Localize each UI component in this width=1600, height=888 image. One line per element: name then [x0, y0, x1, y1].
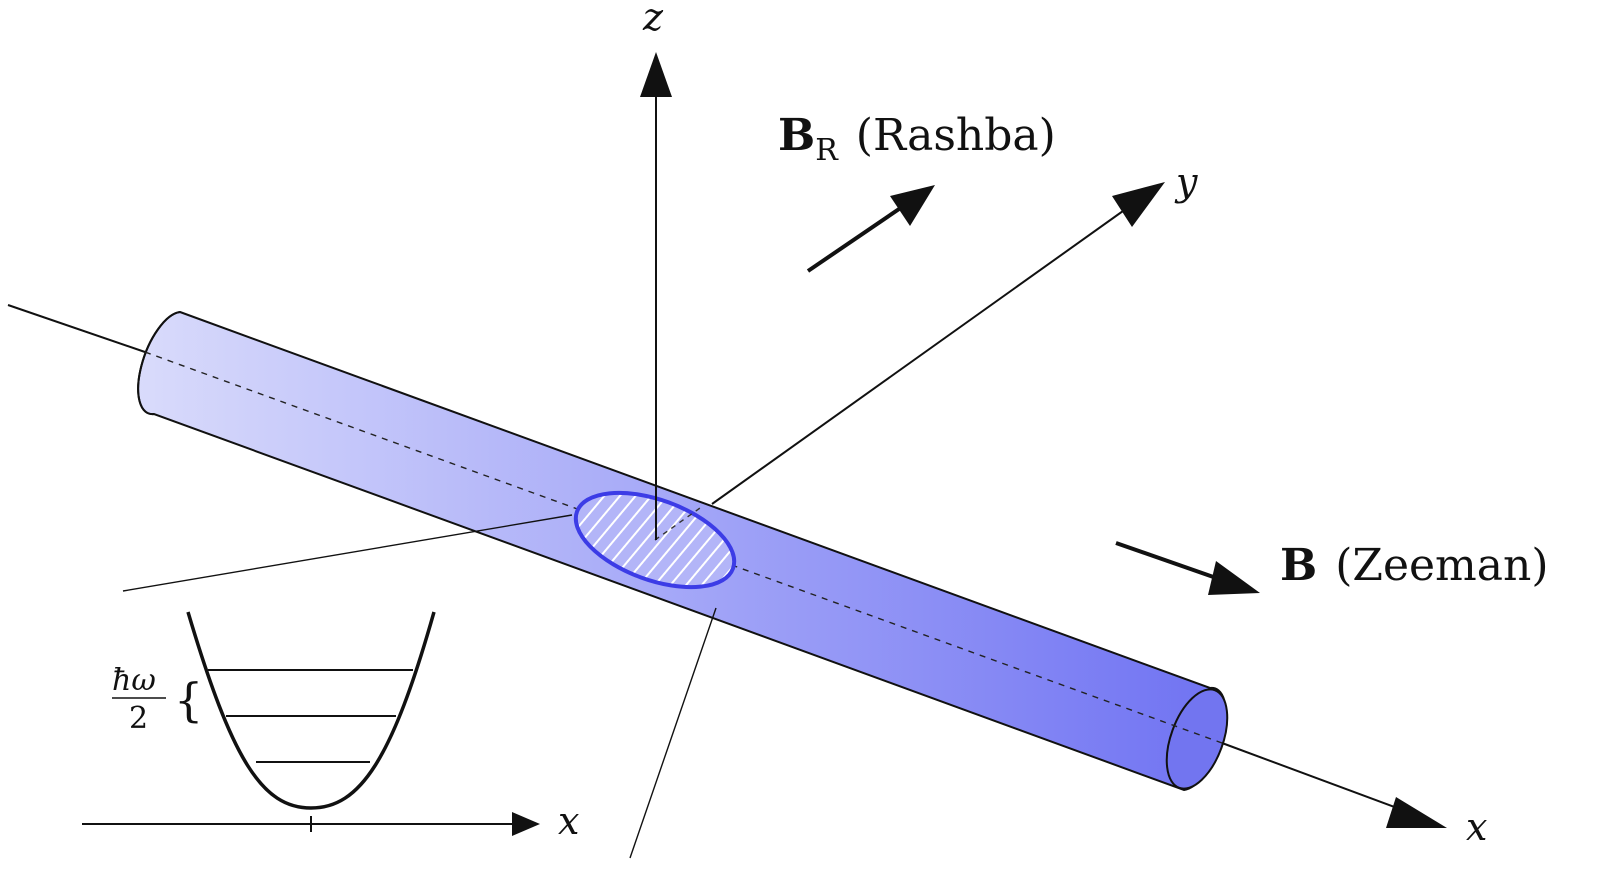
z-axis-label: z: [642, 0, 664, 39]
energy-spacing-denominator: 2: [129, 701, 148, 736]
harmonic-inset: ħω 2 { x: [82, 611, 579, 843]
energy-spacing-numerator: ħω: [112, 663, 156, 698]
zeeman-symbol: B: [1280, 540, 1317, 591]
y-axis-label: y: [1174, 160, 1198, 204]
x-axis-left-segment: [7, 304, 146, 353]
zeeman-text: (Zeeman): [1335, 540, 1548, 591]
zeeman-label-group: B (Zeeman): [1280, 540, 1548, 591]
rashba-label-group: BR (Rashba): [778, 110, 1056, 168]
tube-right-end-cap: [1165, 688, 1229, 790]
rashba-symbol: B: [778, 110, 815, 161]
x-axis-label: x: [1466, 805, 1487, 849]
zeeman-arrow: [1115, 541, 1223, 582]
z-axis-arrowhead: [640, 52, 672, 97]
projection-line-lower: [629, 607, 717, 859]
projection-line-upper: [122, 514, 573, 592]
y-axis-arrowhead: [1112, 182, 1165, 227]
harmonic-potential-curve: [186, 611, 436, 810]
rashba-subscript: R: [815, 133, 839, 168]
x-axis-right-segment: [1221, 742, 1409, 813]
inset-x-label: x: [558, 799, 579, 843]
energy-brace: {: [174, 673, 203, 727]
rashba-arrowhead: [890, 185, 935, 226]
zeeman-arrowhead: [1208, 561, 1260, 595]
y-axis-line: [711, 205, 1131, 505]
x-axis-arrowhead: [1386, 797, 1447, 828]
tube-left-end: [137, 311, 181, 416]
rashba-arrow: [806, 205, 904, 273]
rashba-text: (Rashba): [856, 110, 1056, 161]
inset-x-arrowhead: [512, 812, 540, 836]
